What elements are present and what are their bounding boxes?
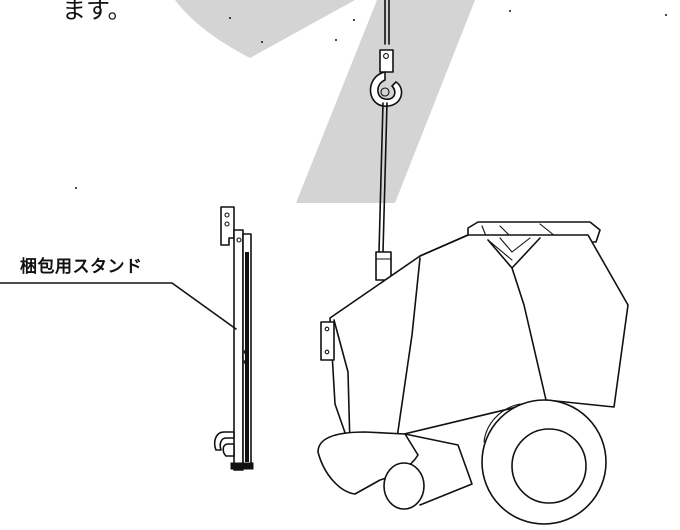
baler-panel-line	[333, 319, 351, 447]
baler-panel-line	[487, 239, 513, 261]
baler-panel-line	[499, 237, 531, 253]
baler-bracket-bolt	[324, 349, 330, 355]
baler-panel-line	[419, 234, 469, 257]
stand-hook-lower	[213, 431, 235, 451]
baler-pickup-frame	[404, 433, 473, 506]
sling-bracket	[375, 251, 392, 281]
stand-bolt	[224, 221, 230, 227]
stand-bolt	[224, 212, 230, 218]
hook-pin	[383, 53, 389, 59]
leader-line	[0, 282, 237, 330]
stand-bolt	[236, 237, 242, 243]
crane-hook	[369, 0, 403, 281]
stand-bolt	[243, 359, 249, 365]
speck	[509, 10, 511, 12]
specks	[75, 10, 667, 189]
baler-panel-line	[511, 267, 547, 401]
watermark	[175, 0, 475, 203]
speck	[353, 19, 355, 21]
speck	[261, 41, 263, 43]
packing-stand-label: 梱包用スタンド	[20, 257, 143, 277]
stand-main-rail	[233, 229, 244, 471]
label-leader	[0, 282, 237, 330]
speck	[665, 14, 667, 16]
baler-machine	[317, 221, 629, 525]
baler-panel-line	[396, 257, 421, 439]
baler-tire	[481, 399, 607, 525]
speck	[229, 17, 231, 19]
top-text-fragment: ます。	[62, 0, 132, 24]
packing-stand	[213, 206, 254, 471]
hook-shape	[369, 71, 403, 107]
watermark-arc	[175, 0, 355, 58]
hook-eye	[380, 87, 390, 97]
speck	[335, 39, 337, 41]
stand-shadow	[245, 252, 249, 462]
stand-hook-bottom	[222, 443, 235, 457]
sling	[382, 102, 388, 253]
speck	[75, 187, 77, 189]
baler-pickup-roller	[383, 462, 425, 510]
baler-bracket-bolt	[324, 326, 330, 332]
baler-wheel-rim	[511, 428, 587, 504]
baler-side-bracket	[320, 321, 335, 361]
sling	[378, 102, 384, 253]
stand-base-plate	[230, 462, 254, 470]
stand-bolt	[243, 349, 249, 355]
baler-tire-tread	[483, 403, 521, 443]
